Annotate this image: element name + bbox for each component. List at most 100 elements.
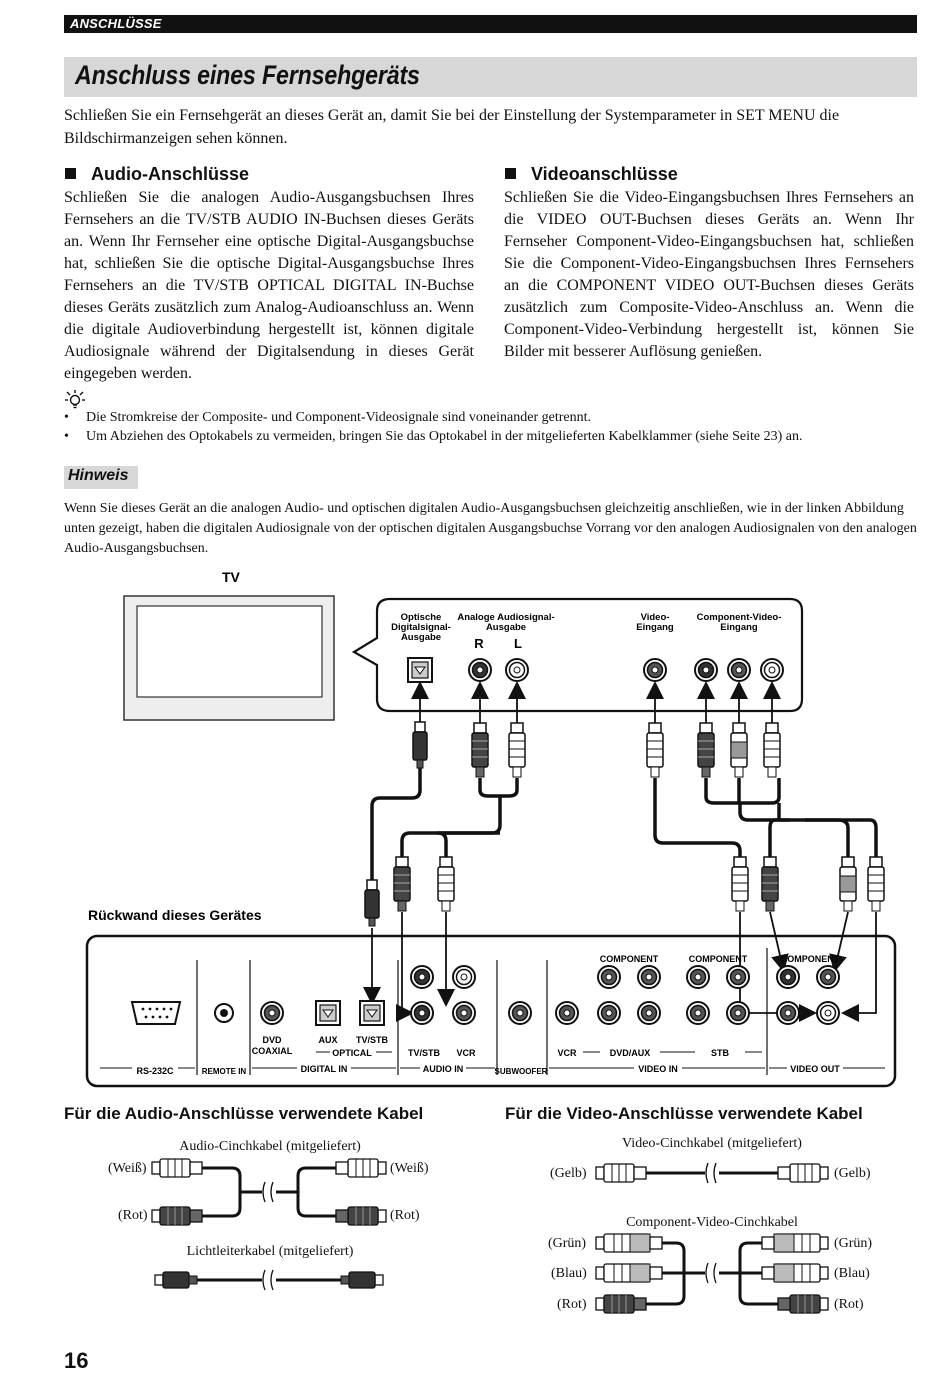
tv-port-labels: Optische Digitalsignal- Ausgabe Analoge … (391, 612, 781, 651)
bullet-dot: • (64, 429, 69, 444)
rca-plug-blue-icon (839, 856, 857, 912)
rs232c-label: RS-232C (136, 1066, 174, 1076)
component-cable-icon (595, 1233, 829, 1314)
video-vcr-label: VCR (557, 1048, 577, 1058)
video-out-jack (816, 1001, 840, 1025)
audio-vcr-label: VCR (456, 1048, 476, 1058)
video-heading: Videoanschlüsse (504, 162, 914, 186)
component-out-jack (776, 965, 800, 989)
tip-text: Die Stromkreise der Composite- und Compo… (86, 410, 591, 425)
aux-label: AUX (318, 1035, 337, 1045)
video-in-label: VIDEO IN (638, 1064, 678, 1074)
audio-cables-heading: Für die Audio-Anschlüsse verwendete Kabe… (64, 1104, 424, 1123)
coaxial-label: COAXIAL (252, 1046, 293, 1056)
video-cables-heading: Für die Video-Anschlüsse verwendete Kabe… (505, 1104, 863, 1123)
rca-plug-red-icon (763, 722, 781, 778)
stb-video-jack (726, 1001, 750, 1025)
tip-text: Um Abziehen des Optokabels zu vermeiden,… (86, 429, 803, 444)
component-out-jack (816, 965, 840, 989)
stb-video-jack (686, 1001, 710, 1025)
optical-output-label: Ausgabe (401, 632, 441, 643)
rca-plug-white-icon (437, 856, 455, 912)
audio-heading: Audio-Anschlüsse (64, 162, 474, 186)
video-section: Videoanschlüsse Schließen Sie die Video-… (504, 162, 914, 363)
green-label: (Grün) (834, 1236, 872, 1251)
video-dvdaux-label: DVD/AUX (610, 1048, 651, 1058)
digital-in-label: DIGITAL IN (301, 1064, 348, 1074)
yellow-label: (Gelb) (834, 1166, 871, 1181)
analog-output-label: Ausgabe (486, 622, 526, 633)
signal-arrows (411, 681, 781, 725)
tv-video-jack (643, 658, 667, 682)
optical-output-label: Optische (401, 612, 442, 623)
section-header-bar (64, 15, 917, 33)
blue-label: (Blau) (834, 1266, 870, 1281)
video-rca-cable-icon (595, 1162, 829, 1184)
white-label: (Weiß) (108, 1161, 147, 1176)
aux-optical-jack (315, 1000, 341, 1026)
optical-plug-icon (412, 721, 428, 769)
audio-tvstb-label: TV/STB (408, 1048, 441, 1058)
video-stb-label: STB (711, 1048, 730, 1058)
tip-item: • Die Stromkreise der Composite- und Comp… (64, 409, 924, 427)
optical-label: OPTICAL (332, 1048, 372, 1058)
tv-label: TV (222, 569, 241, 585)
audio-jack (452, 965, 476, 989)
group-brackets (100, 1051, 885, 1069)
section-label: ANSCHLÜSSE (70, 16, 162, 31)
note-label-box (64, 466, 138, 489)
rs232c-port (130, 1001, 182, 1025)
optical-plug-icon (364, 879, 380, 927)
square-bullet-icon (65, 168, 76, 179)
component-label: COMPONENT (600, 954, 659, 964)
red-label: (Rot) (557, 1297, 587, 1312)
tv-audio-r-jack (468, 658, 492, 682)
tip-lightbulb-icon (65, 390, 85, 409)
component-label: COMPONENT (689, 954, 748, 964)
video-heading-text: Videoanschlüsse (531, 164, 678, 184)
dvdaux-video-jack (597, 1001, 621, 1025)
component-input-label: Eingang (720, 622, 758, 633)
tvstb-label: TV/STB (356, 1035, 389, 1045)
optical-cable-label: Lichtleiterkabel (mitgeliefert) (187, 1244, 354, 1259)
white-label: (Weiß) (390, 1161, 429, 1176)
green-label: (Grün) (548, 1236, 586, 1251)
left-channel-label: L (514, 636, 522, 651)
blue-label: (Blau) (551, 1266, 587, 1281)
audio-rca-cable-label: Audio-Cinchkabel (mitgeliefert) (179, 1139, 361, 1154)
rca-plug-red-icon (393, 856, 411, 912)
tip-item: • Um Abziehen des Optokabels zu vermeiden… (64, 428, 924, 446)
subwoofer-jack (508, 1001, 532, 1025)
subwoofer-label: SUBWOOFER (495, 1067, 548, 1076)
dvd-coaxial-jack (260, 1001, 284, 1025)
yellow-label: (Gelb) (550, 1166, 587, 1181)
video-out-jack (776, 1001, 800, 1025)
optical-cable-icon (154, 1269, 384, 1291)
rear-panel-label: Rückwand dieses Gerätes (88, 907, 262, 923)
optical-output-label: Digitalsignal- (391, 622, 451, 633)
bullet-dot: • (64, 410, 69, 425)
red-label: (Rot) (834, 1297, 864, 1312)
vcr-video-jack (555, 1001, 579, 1025)
square-bullet-icon (505, 168, 516, 179)
rca-plug-yellow-icon (731, 856, 749, 912)
note-text: Wenn Sie dieses Gerät an die analogen Au… (64, 501, 917, 556)
audio-in-label: AUDIO IN (423, 1064, 464, 1074)
cable-legend: Audio-Cinchkabel (mitgeliefert) (Weiß) (… (108, 1136, 872, 1314)
component-label: COMPONENT (781, 954, 840, 964)
tv-audio-l-jack (505, 658, 529, 682)
component-input-label: Component-Video- (697, 612, 782, 623)
tvstb-audio-jack (410, 1001, 434, 1025)
audio-heading-text: Audio-Anschlüsse (91, 164, 250, 184)
audio-section: Audio-Anschlüsse Schließen Sie die analo… (64, 162, 474, 385)
remote-in-jack (214, 1003, 234, 1023)
video-body: Schließen Sie die Video-Eingangsbuchsen … (504, 189, 914, 360)
page-title: Anschluss eines Fernsehgeräts (75, 60, 420, 90)
tvstb-optical-jack (359, 1000, 385, 1026)
connection-diagram: TV Optische Digitalsignal- Ausgabe Analo… (85, 569, 897, 1088)
audio-body: Schließen Sie die analogen Audio-Ausgang… (64, 189, 474, 382)
rca-plug-red-icon (867, 856, 885, 912)
audio-jack (410, 965, 434, 989)
page-number: 16 (64, 1348, 89, 1373)
component-jack (726, 965, 750, 989)
